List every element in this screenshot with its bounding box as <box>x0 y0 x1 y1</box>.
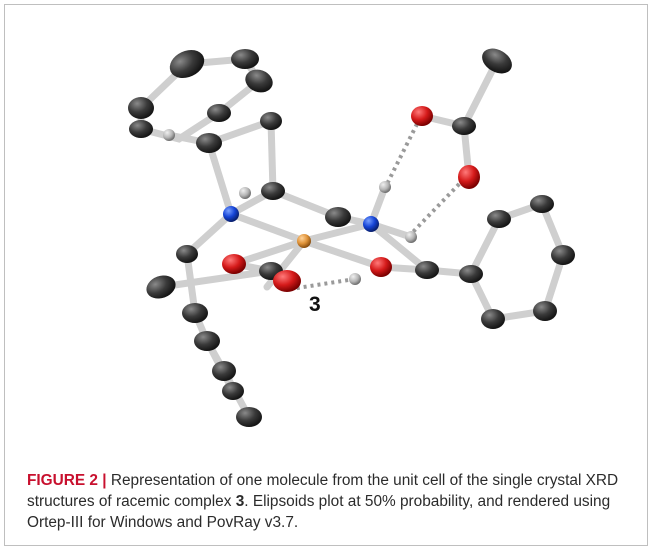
compound-label: 3 <box>309 293 321 316</box>
figure-caption-text-2: . Elipsoids plot at 50% probability, and… <box>27 493 611 531</box>
figure-caption-compound-ref: 3 <box>235 493 245 510</box>
oxygen-atoms <box>222 106 480 292</box>
metal-atom <box>297 234 311 248</box>
hydrogen-atoms <box>163 129 417 285</box>
crystal-structure-image <box>128 48 575 427</box>
figure-caption-label: FIGURE 2 | <box>27 472 107 489</box>
figure-caption: FIGURE 2 | Representation of one molecul… <box>27 470 643 533</box>
carbon-atoms <box>128 48 575 427</box>
figure-frame: 3 FIGURE 2 | Representation of one molec… <box>4 4 648 546</box>
hydrogen-bonds <box>290 123 466 291</box>
bonds <box>137 55 567 421</box>
figure-caption-text-1: Representation of one molecule from the … <box>27 472 619 510</box>
nitrogen-atoms <box>223 206 379 232</box>
